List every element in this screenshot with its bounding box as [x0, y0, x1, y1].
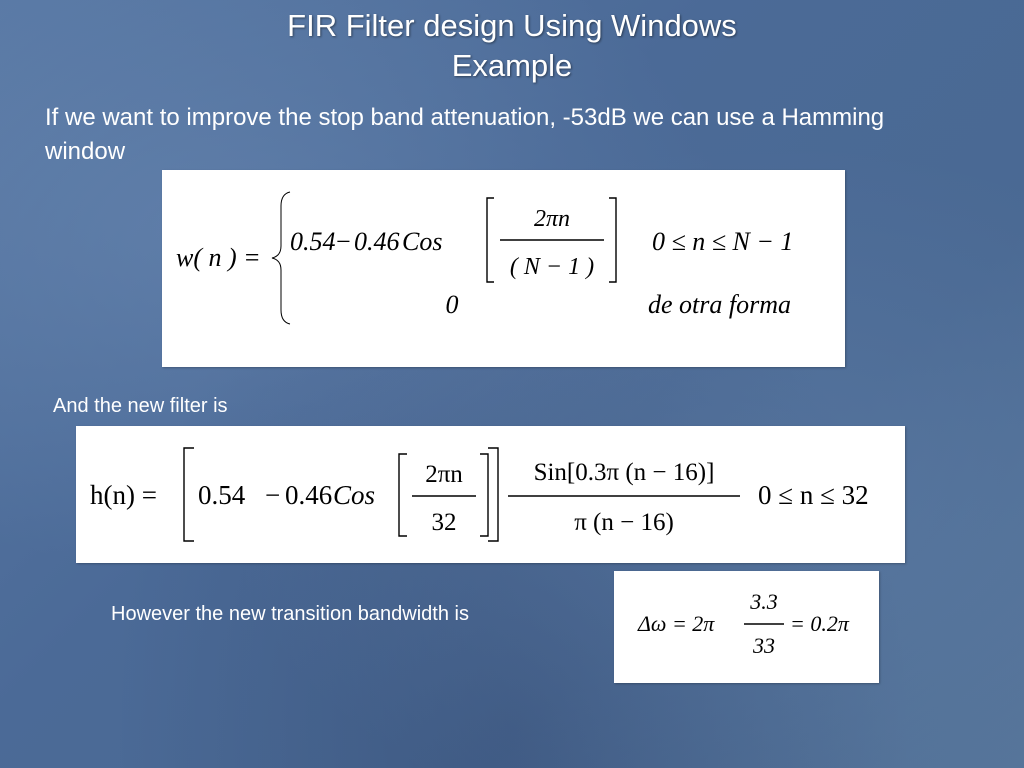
hamming-window-equation: w( n ) = 0.54 − 0.46 Cos 2πn ( N − 1 ) 0… — [162, 170, 845, 367]
filter-coeff-046: 0.46 — [285, 480, 332, 510]
title-line-2: Example — [451, 48, 573, 83]
range-condition-2: 0 ≤ n ≤ 32 — [758, 480, 869, 510]
right-bracket — [609, 197, 617, 283]
hamming-coeff-046: 0.46 — [354, 227, 400, 256]
hamming-window-formula: w( n ) = 0.54 − 0.46 Cos 2πn ( N − 1 ) 0… — [176, 191, 793, 325]
delta-omega-lhs: Δω = 2π — [637, 611, 715, 636]
minus-sign-2: − — [265, 480, 280, 510]
slide-title: FIR Filter design Using Windows Example — [0, 6, 1024, 86]
inner-left-bracket — [398, 453, 407, 537]
hamming-coeff-054: 0.54 — [290, 227, 336, 256]
cos-numerator: 2πn — [425, 461, 463, 488]
left-brace — [271, 191, 291, 325]
outer-left-bracket — [183, 447, 194, 542]
outer-right-bracket — [488, 447, 499, 542]
otherwise-text: de otra forma — [648, 290, 791, 319]
bandwidth-denominator: 33 — [752, 633, 775, 658]
left-bracket — [486, 197, 494, 283]
bandwidth-formula: Δω = 2π 3.3 33 = 0.2π — [637, 589, 850, 658]
cos-denominator: 32 — [432, 509, 457, 536]
intro-text: If we want to improve the stop band atte… — [45, 104, 885, 165]
new-filter-label: And the new filter is — [53, 395, 228, 417]
w-n-lhs: w( n ) = — [176, 243, 261, 272]
bandwidth-equation: Δω = 2π 3.3 33 = 0.2π — [614, 571, 879, 683]
new-filter-formula: h(n) = 0.54 − 0.46 Cos 2πn 32 Sin[0.3π (… — [90, 447, 869, 542]
sinc-denominator: π (n − 16) — [574, 509, 674, 536]
filter-coeff-054: 0.54 — [198, 480, 246, 510]
range-condition: 0 ≤ n ≤ N − 1 — [652, 227, 793, 256]
bandwidth-result: = 0.2π — [790, 611, 850, 636]
h-n-lhs: h(n) = — [90, 480, 157, 510]
sinc-numerator: Sin[0.3π (n − 16)] — [534, 459, 715, 486]
bandwidth-numerator: 3.3 — [749, 589, 778, 614]
inner-right-bracket — [480, 453, 489, 537]
zero-value: 0 — [446, 290, 459, 319]
new-filter-equation: h(n) = 0.54 − 0.46 Cos 2πn 32 Sin[0.3π (… — [76, 426, 905, 563]
cos-function: Cos — [402, 227, 442, 256]
fraction-numerator: 2πn — [534, 206, 570, 232]
minus-sign: − — [336, 227, 351, 256]
bandwidth-label: However the new transition bandwidth is — [111, 603, 469, 625]
cos-function-2: Cos — [333, 480, 375, 510]
title-line-1: FIR Filter design Using Windows — [287, 8, 737, 43]
fraction-denominator: ( N − 1 ) — [510, 254, 594, 280]
